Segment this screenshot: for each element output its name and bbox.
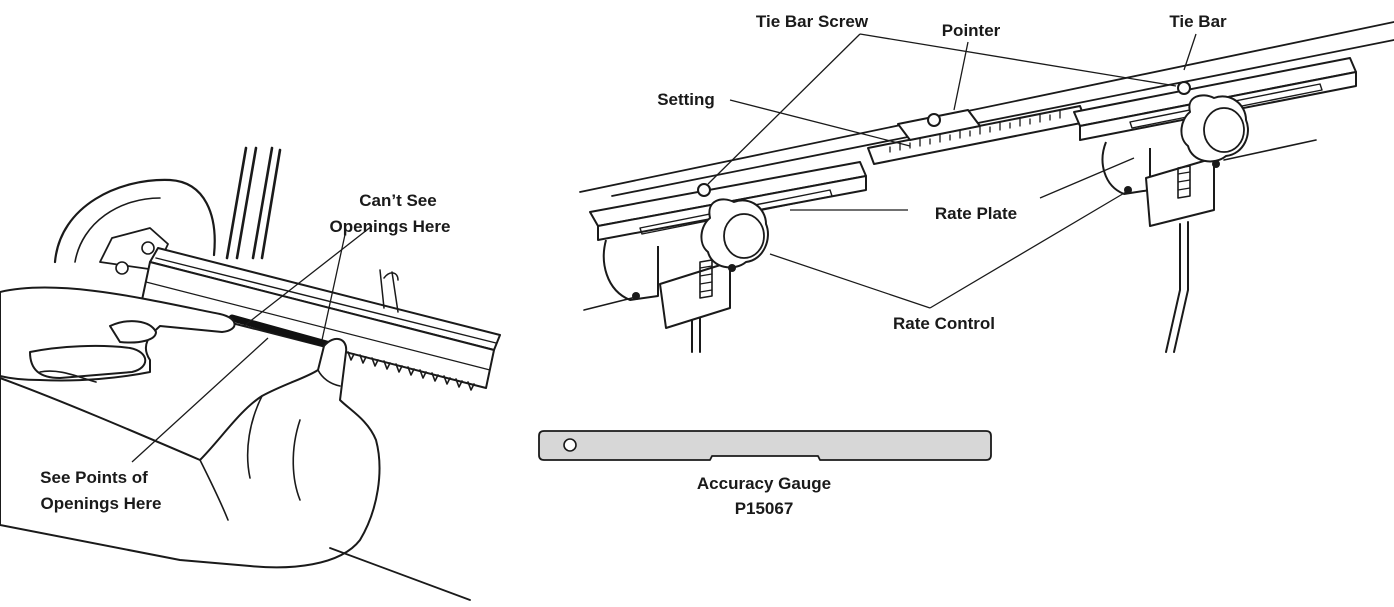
leader-pointer <box>953 41 969 111</box>
leader-cant-see-1 <box>243 225 373 327</box>
label-see-points-line2: Openings Here <box>41 494 162 513</box>
gauge-title: Accuracy Gauge <box>697 474 831 493</box>
accuracy-gauge: Accuracy Gauge P15067 <box>538 430 992 518</box>
gauge-hole <box>563 438 577 452</box>
vertical-shafts <box>225 146 282 260</box>
label-setting: Setting <box>657 90 715 109</box>
label-see-points-line1: See Points of <box>40 468 148 487</box>
label-cant-see-line1: Can’t See <box>359 191 436 210</box>
label-rate-plate: Rate Plate <box>935 204 1017 223</box>
seed-meter-bar <box>141 247 501 391</box>
rate-control-knob-right[interactable] <box>1180 94 1249 163</box>
label-rate-control: Rate Control <box>893 314 995 333</box>
label-pointer: Pointer <box>942 21 1001 40</box>
tie-bar-assembly <box>867 105 1087 165</box>
leader-see-points <box>131 337 269 463</box>
leader-rate-control-right <box>929 191 1127 309</box>
rate-control-knob-left[interactable] <box>700 198 769 272</box>
right-illustration: Tie Bar Screw Pointer Tie Bar Setting Ra… <box>579 12 1394 353</box>
pointer-plate <box>897 109 981 141</box>
leader-tie-bar-screw-right <box>859 33 1177 87</box>
leader-rate-control-left <box>769 253 931 309</box>
label-cant-see-line2: Openings Here <box>330 217 451 236</box>
leader-cant-see-2 <box>321 229 347 341</box>
gauge-part-number: P15067 <box>735 499 794 518</box>
right-hand <box>0 337 471 601</box>
leader-tie-bar <box>1183 33 1197 71</box>
leader-rate-plate-right <box>1039 157 1135 199</box>
left-illustration: Can’t See Openings Here See Points of Op… <box>0 146 501 601</box>
leader-tie-bar-screw-left <box>707 33 861 185</box>
label-tie-bar-screw: Tie Bar Screw <box>756 12 869 31</box>
label-tie-bar: Tie Bar <box>1169 12 1227 31</box>
left-hand <box>0 286 236 383</box>
leader-setting <box>729 99 911 147</box>
